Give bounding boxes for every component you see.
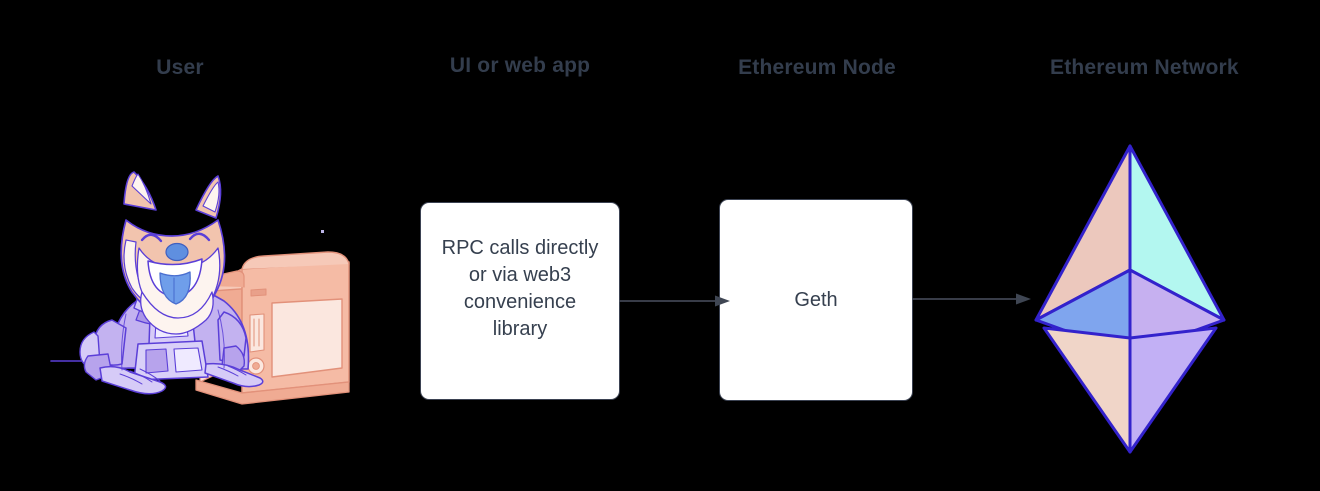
column-label-user: User bbox=[156, 56, 204, 79]
process-box-geth-label: Geth bbox=[794, 288, 838, 311]
arrow-node-to-network bbox=[912, 293, 1031, 305]
column-label-ethereum-node: Ethereum Node bbox=[738, 56, 896, 79]
user-illustration-shiba-astronaut bbox=[50, 171, 350, 405]
process-box-rpc-calls-label: RPC calls directly or via web3 convenien… bbox=[441, 237, 599, 340]
process-box-geth[interactable]: Geth bbox=[719, 199, 913, 401]
arrow-webapp-to-node bbox=[619, 295, 730, 307]
column-label-ui-or-web-app: UI or web app bbox=[449, 54, 591, 77]
process-box-rpc-calls[interactable]: RPC calls directly or via web3 convenien… bbox=[420, 202, 620, 400]
ethereum-diamond-logo bbox=[1034, 144, 1226, 454]
column-label-ethereum-network: Ethereum Network bbox=[1050, 56, 1239, 79]
stray-pixel-artifact bbox=[321, 230, 324, 233]
